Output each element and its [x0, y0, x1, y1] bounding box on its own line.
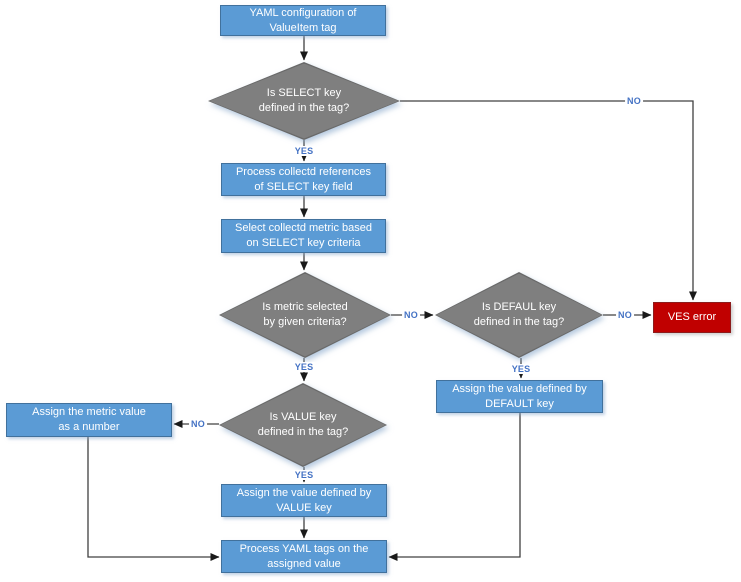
edge-label-metric-yes: YES	[292, 362, 316, 372]
edge-label-value-yes: YES	[292, 470, 316, 480]
diamond-shape: Is SELECT key defined in the tag?	[208, 62, 400, 140]
decision-default-key-label: Is DEFAUL key defined in the tag?	[436, 273, 602, 357]
node-assign-default: Assign the value defined by DEFAULT key	[436, 380, 603, 413]
node-select-metric: Select collectd metric based on SELECT k…	[221, 219, 386, 253]
node-process-yaml-tags: Process YAML tags on the assigned value	[221, 540, 387, 573]
edge-label-select-no: NO	[625, 96, 643, 106]
decision-default-key: Is DEFAUL key defined in the tag?	[435, 272, 603, 358]
node-process-references: Process collectd references of SELECT ke…	[221, 163, 386, 196]
decision-metric-selected: Is metric selected by given criteria?	[219, 272, 391, 358]
node-ves-error: VES error	[653, 302, 731, 333]
edge-label-default-yes: YES	[509, 364, 533, 374]
node-assign-value: Assign the value defined by VALUE key	[221, 484, 387, 517]
diamond-shape: Is metric selected by given criteria?	[219, 272, 391, 358]
decision-value-key-label: Is VALUE key defined in the tag?	[220, 384, 386, 466]
diamond-shape: Is DEFAUL key defined in the tag?	[435, 272, 603, 358]
decision-value-key: Is VALUE key defined in the tag?	[219, 383, 387, 467]
node-assign-metric-number: Assign the metric value as a number	[6, 403, 172, 437]
decision-metric-selected-label: Is metric selected by given criteria?	[220, 273, 390, 357]
diamond-shape: Is VALUE key defined in the tag?	[219, 383, 387, 467]
decision-select-key-label: Is SELECT key defined in the tag?	[209, 63, 399, 139]
node-start: YAML configuration of ValueItem tag	[220, 5, 386, 36]
decision-select-key: Is SELECT key defined in the tag?	[208, 62, 400, 140]
edge-label-default-no: NO	[616, 310, 634, 320]
edge-label-metric-no: NO	[402, 310, 420, 320]
edge-label-select-yes: YES	[292, 146, 316, 156]
edge-label-value-no: NO	[189, 419, 207, 429]
